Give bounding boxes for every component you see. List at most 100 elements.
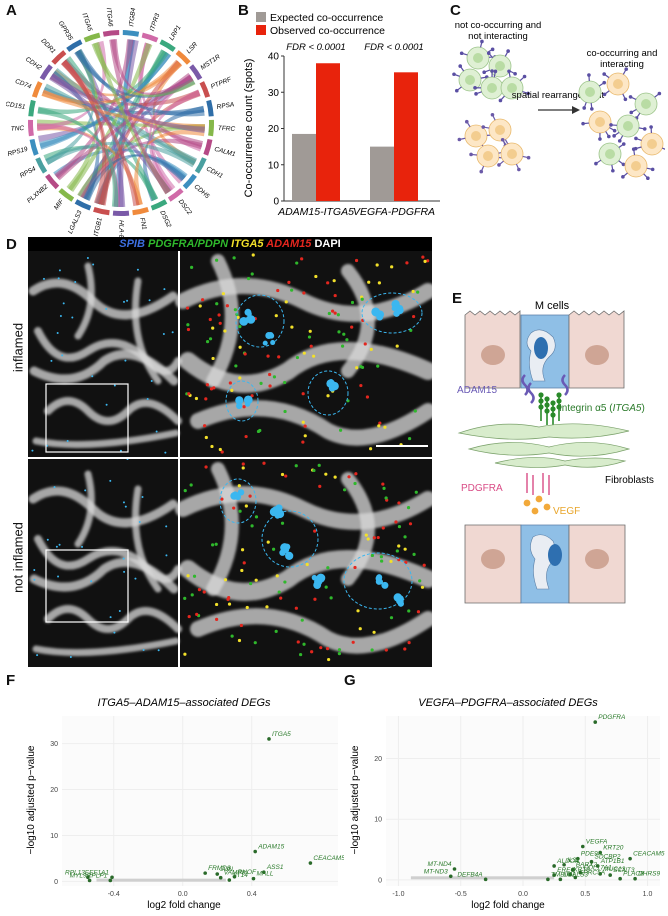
mcell-signal [393, 593, 403, 602]
chord-arc [28, 99, 36, 117]
transcript-dot [413, 409, 417, 413]
receptor-head [481, 125, 486, 129]
fdr-annotation: FDR < 0.0001 [364, 42, 423, 53]
gene-point [598, 872, 603, 876]
transcript-dot [268, 372, 272, 377]
transcript-dot [268, 384, 272, 388]
arrow-label: spatial rearrangement [512, 90, 605, 101]
transcript-dot [165, 554, 168, 557]
transcript-dots [31, 253, 430, 662]
nucleus [507, 83, 517, 93]
nonsignificant-genes [96, 878, 226, 882]
transcript-dot [403, 547, 407, 551]
nucleus [507, 149, 517, 159]
transcript-dot [204, 465, 208, 469]
chord-gene-label: CD74 [14, 78, 32, 91]
transcript-dot [228, 381, 232, 385]
mcell-signal [239, 316, 249, 326]
rearrangement-schematic: not co-occurring and not interacting spa… [452, 20, 665, 180]
transcript-dot [318, 484, 322, 488]
receptor-head [479, 169, 484, 174]
panel-label-c: C [450, 2, 461, 19]
vegf-label: VEGF [553, 506, 580, 517]
transcript-dot [333, 293, 337, 298]
transcript-dot [239, 623, 243, 628]
receptor-head [458, 64, 463, 68]
integrin-bead [538, 392, 544, 398]
transcript-dot [312, 354, 316, 358]
transcript-dot [223, 578, 228, 582]
chord-gene-label: CDH2 [24, 56, 43, 72]
transcript-dot [275, 574, 279, 578]
transcript-dot [296, 640, 300, 644]
transcript-dot [62, 302, 65, 305]
adam15-receptor [527, 382, 535, 404]
transcript-dot [407, 609, 411, 613]
transcript-dot [279, 596, 283, 600]
transcript-dot [246, 276, 251, 281]
receptor-head [621, 142, 626, 146]
tissue-zoom [175, 254, 432, 654]
transcript-dot [124, 505, 127, 508]
gene-label: FRMD8 [208, 865, 231, 872]
transcript-dot [332, 279, 336, 283]
stain-legend-item: DAPI [311, 238, 341, 250]
transcript-dot [92, 263, 95, 266]
transcript-dot [272, 547, 276, 551]
transcript-dot [337, 652, 342, 656]
gene-point [215, 872, 220, 876]
mcell-signal [234, 492, 241, 499]
x-tick-label: -0.5 [455, 891, 467, 898]
receptor-head [631, 147, 636, 151]
gene-label: EEF1A1 [85, 869, 110, 876]
volcano-plot-itga5-adam15: ITGA5–ADAM15–associated DEGs −log10 adju… [26, 697, 344, 911]
x-tick-label: 0.4 [247, 891, 257, 898]
chord-gene-label: FN1 [138, 217, 148, 231]
x-tick-label: 1.0 [643, 891, 653, 898]
transcript-dot [249, 581, 253, 586]
tissue-band [206, 462, 239, 596]
chord-arc [141, 32, 159, 43]
transcript-dot [202, 590, 206, 594]
gene-point [452, 867, 457, 871]
transcript-dot [248, 494, 252, 498]
gene-point [580, 844, 585, 849]
tissue-band [29, 557, 179, 594]
transcript-dot [250, 272, 254, 276]
transcript-dot [157, 649, 160, 652]
receptor-head [474, 92, 478, 96]
gene-point [87, 878, 92, 883]
chord-arc [29, 138, 39, 156]
receptor-head [598, 137, 602, 141]
transcript-dot [36, 654, 39, 657]
gene-point [598, 850, 603, 855]
transcript-dot [218, 447, 222, 452]
mcell-ring [307, 370, 349, 416]
tissue-band [74, 470, 95, 548]
y-tick-label: 30 [50, 741, 58, 748]
transcript-dot [226, 597, 230, 601]
transcript-dot [337, 330, 341, 334]
receptor-head [497, 163, 501, 167]
transcript-dot [277, 355, 281, 359]
fibroblasts-label: Fibroblasts [605, 475, 654, 486]
chord-arc [208, 119, 214, 137]
gene-point [608, 873, 612, 877]
transcript-dot [113, 384, 116, 387]
legend-swatch-expected [256, 12, 266, 22]
transcript-dot [237, 638, 242, 643]
chord-arc [199, 81, 211, 98]
chord-ribbon [43, 145, 159, 201]
transcript-dot [69, 656, 72, 659]
transcript-dot [230, 388, 234, 392]
transcript-dot [299, 652, 303, 657]
chord-arc [102, 30, 120, 37]
nucleus [495, 125, 505, 135]
transcript-dot [190, 265, 194, 269]
receptor-head [457, 137, 462, 142]
transcript-dot [232, 506, 236, 510]
transcript-dot [244, 504, 248, 508]
chord-ribbon [109, 39, 171, 195]
nucleus [473, 53, 483, 63]
transcript-dot [164, 451, 167, 454]
